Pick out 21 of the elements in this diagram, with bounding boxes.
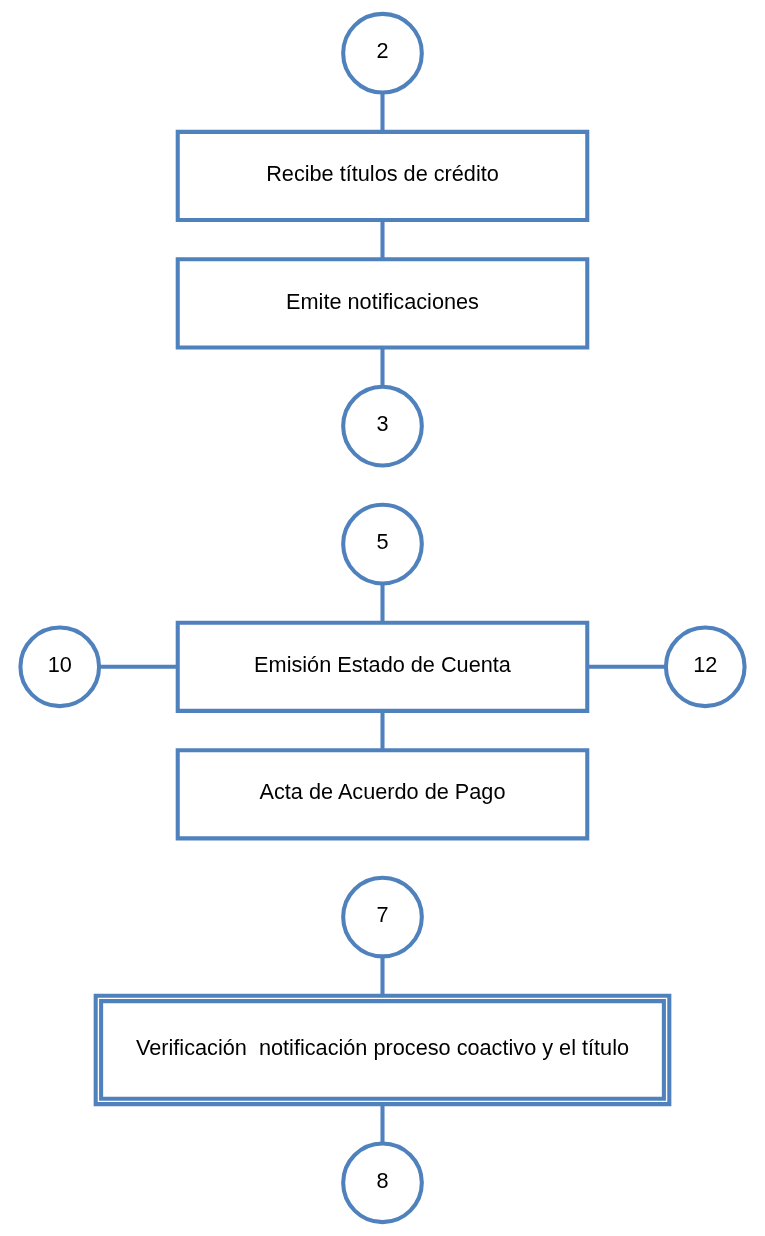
- connector: [380, 348, 385, 387]
- connector: [380, 220, 385, 259]
- node-circle: 8: [341, 1141, 424, 1225]
- node-box: Verificación notificación proceso coactivo y el título: [93, 993, 672, 1107]
- node-box: Recibe títulos de crédito: [175, 129, 590, 223]
- connector: [380, 583, 385, 623]
- connector: [380, 956, 385, 996]
- node-circle: 3: [341, 384, 424, 468]
- node-box: Emite notificaciones: [175, 257, 590, 350]
- connector: [380, 711, 385, 750]
- node-circle: 10: [18, 625, 102, 709]
- connector: [587, 664, 666, 669]
- connector: [380, 92, 385, 132]
- connector: [99, 664, 178, 669]
- node-circle: 12: [663, 625, 747, 709]
- node-box: Acta de Acuerdo de Pago: [175, 748, 590, 841]
- node-box: Emisión Estado de Cuenta: [175, 620, 590, 713]
- connector: [380, 1104, 385, 1144]
- node-circle: 7: [341, 875, 424, 959]
- node-circle: 5: [341, 502, 424, 586]
- node-circle: 2: [341, 11, 424, 95]
